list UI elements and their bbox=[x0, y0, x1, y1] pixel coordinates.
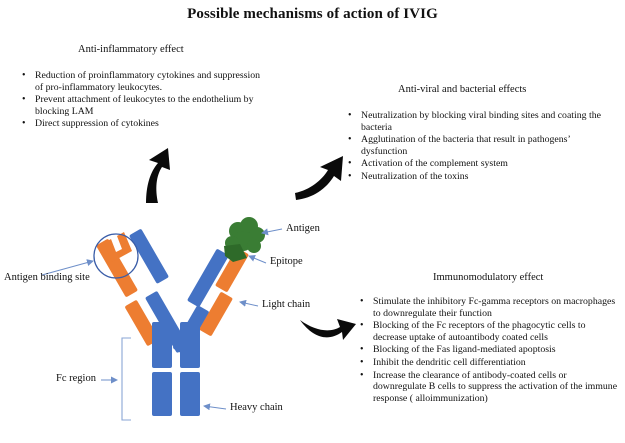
list-item: Prevent attachment of leukocytes to the … bbox=[20, 94, 270, 117]
antigen-binding-site bbox=[104, 232, 132, 262]
heavy-chain-segment bbox=[187, 249, 229, 307]
list-item: Increase the clearance of antibody-coate… bbox=[358, 370, 620, 405]
list-item: Neutralization by blocking viral binding… bbox=[346, 110, 608, 133]
epitope-pointer bbox=[248, 255, 267, 264]
curved-arrow-icon bbox=[146, 148, 170, 203]
heavy-chain-pointer bbox=[203, 403, 227, 411]
anti-viral-list: Neutralization by blocking viral binding… bbox=[346, 110, 608, 184]
curved-arrow-icon bbox=[300, 319, 356, 340]
light-chain-pointer bbox=[239, 299, 259, 307]
immunomodulatory-list: Stimulate the inhibitory Fc-gamma recept… bbox=[358, 296, 620, 405]
light-chain-label: Light chain bbox=[262, 299, 311, 310]
fc-heavy-chain bbox=[152, 322, 172, 368]
antigen-binding-pointer bbox=[41, 259, 94, 276]
binding-site-circle bbox=[93, 233, 139, 279]
fc-heavy-chain bbox=[180, 372, 200, 416]
antigen-icon bbox=[225, 217, 265, 253]
epitope-label: Epitope bbox=[270, 256, 303, 267]
light-chain-segment bbox=[199, 292, 233, 336]
fc-heavy-chain bbox=[152, 372, 172, 416]
list-item: Neutralization of the toxins bbox=[346, 171, 608, 183]
epitope bbox=[224, 244, 247, 262]
list-item: Reduction of proinflammatory cytokines a… bbox=[20, 70, 270, 93]
list-item: Inhibit the dendritic cell differentiati… bbox=[358, 357, 620, 369]
immunomodulatory-heading: Immunomodulatory effect bbox=[433, 272, 544, 283]
light-chain-segment bbox=[96, 239, 138, 297]
list-item: Stimulate the inhibitory Fc-gamma recept… bbox=[358, 296, 620, 319]
heavy-chain-segment bbox=[129, 229, 169, 284]
light-chain-segment bbox=[125, 300, 159, 346]
list-item: Activation of the complement system bbox=[346, 158, 608, 170]
heavy-chain-label: Heavy chain bbox=[230, 402, 283, 413]
anti-inflammatory-heading: Anti-inflammatory effect bbox=[78, 44, 184, 55]
list-item: Blocking of the Fas ligand-mediated apop… bbox=[358, 344, 620, 356]
antigen-binding-site-label: Antigen binding site bbox=[4, 272, 90, 283]
curved-arrow-icon bbox=[295, 156, 343, 200]
fc-region-bracket bbox=[121, 337, 131, 421]
anti-viral-heading: Anti-viral and bacterial effects bbox=[398, 84, 527, 95]
list-item: Blocking of the Fc receptors of the phag… bbox=[358, 320, 620, 343]
list-item: Agglutination of the bacteria that resul… bbox=[346, 134, 608, 157]
figure-title: Possible mechanisms of action of IVIG bbox=[187, 6, 438, 22]
anti-inflammatory-list: Reduction of proinflammatory cytokines a… bbox=[20, 70, 270, 131]
antigen-label: Antigen bbox=[286, 223, 320, 234]
antigen-pointer bbox=[261, 228, 283, 236]
fc-region-label: Fc region bbox=[56, 373, 96, 384]
list-item: Direct suppression of cytokines bbox=[20, 118, 270, 130]
fc-heavy-chain bbox=[180, 322, 200, 368]
